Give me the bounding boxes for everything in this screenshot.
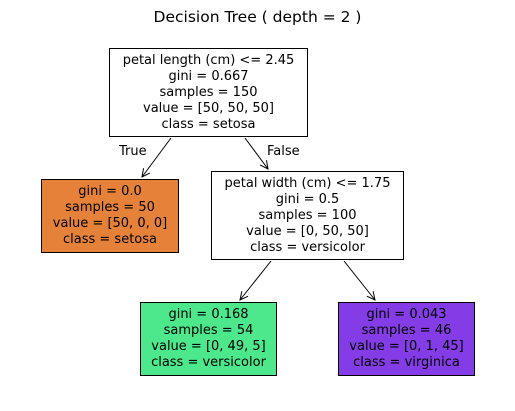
node-value: value = [0, 1, 45] (349, 339, 464, 354)
node-samples: samples = 46 (361, 323, 452, 338)
node-class: class = versicolor (151, 355, 266, 370)
node-gini: gini = 0.168 (168, 307, 249, 322)
node-gini: gini = 0.667 (168, 68, 249, 84)
node-gini: gini = 0.0 (78, 184, 142, 199)
node-samples: samples = 150 (159, 84, 258, 100)
tree-node-leaf-versicolor: gini = 0.168 samples = 54 value = [0, 49… (140, 302, 277, 376)
edge-root-to-petal-width-split (244, 137, 268, 169)
node-gini: gini = 0.043 (366, 307, 447, 322)
edge-root-to-setosa-leaf (142, 137, 172, 177)
node-class: class = setosa (63, 232, 157, 247)
node-value: value = [0, 50, 50] (246, 223, 369, 239)
edge-split-to-versicolor-leaf (240, 260, 272, 300)
node-value: value = [50, 0, 0] (52, 216, 168, 231)
node-value: value = [50, 50, 50] (143, 100, 274, 116)
node-split-condition: petal length (cm) <= 2.45 (122, 52, 295, 68)
node-gini: gini = 0.5 (275, 191, 340, 207)
tree-node-petal-width-split: petal width (cm) <= 1.75 gini = 0.5 samp… (211, 171, 404, 260)
node-samples: samples = 54 (163, 323, 254, 338)
node-value: value = [0, 49, 5] (151, 339, 266, 354)
node-class: class = setosa (161, 116, 256, 132)
edge-split-to-virginica-leaf (343, 260, 375, 300)
node-samples: samples = 100 (258, 207, 357, 223)
tree-node-leaf-setosa: gini = 0.0 samples = 50 value = [50, 0, … (41, 179, 179, 253)
tree-node-root: petal length (cm) <= 2.45 gini = 0.667 s… (109, 48, 308, 137)
tree-node-leaf-virginica: gini = 0.043 samples = 46 value = [0, 1,… (338, 302, 475, 376)
node-class: class = versicolor (250, 239, 365, 255)
diagram-title: Decision Tree ( depth = 2 ) (153, 8, 362, 26)
edge-label-false: False (267, 144, 300, 159)
edge-label-true: True (119, 144, 147, 159)
node-class: class = virginica (353, 355, 460, 370)
node-split-condition: petal width (cm) <= 1.75 (224, 175, 391, 191)
node-samples: samples = 50 (65, 200, 155, 215)
